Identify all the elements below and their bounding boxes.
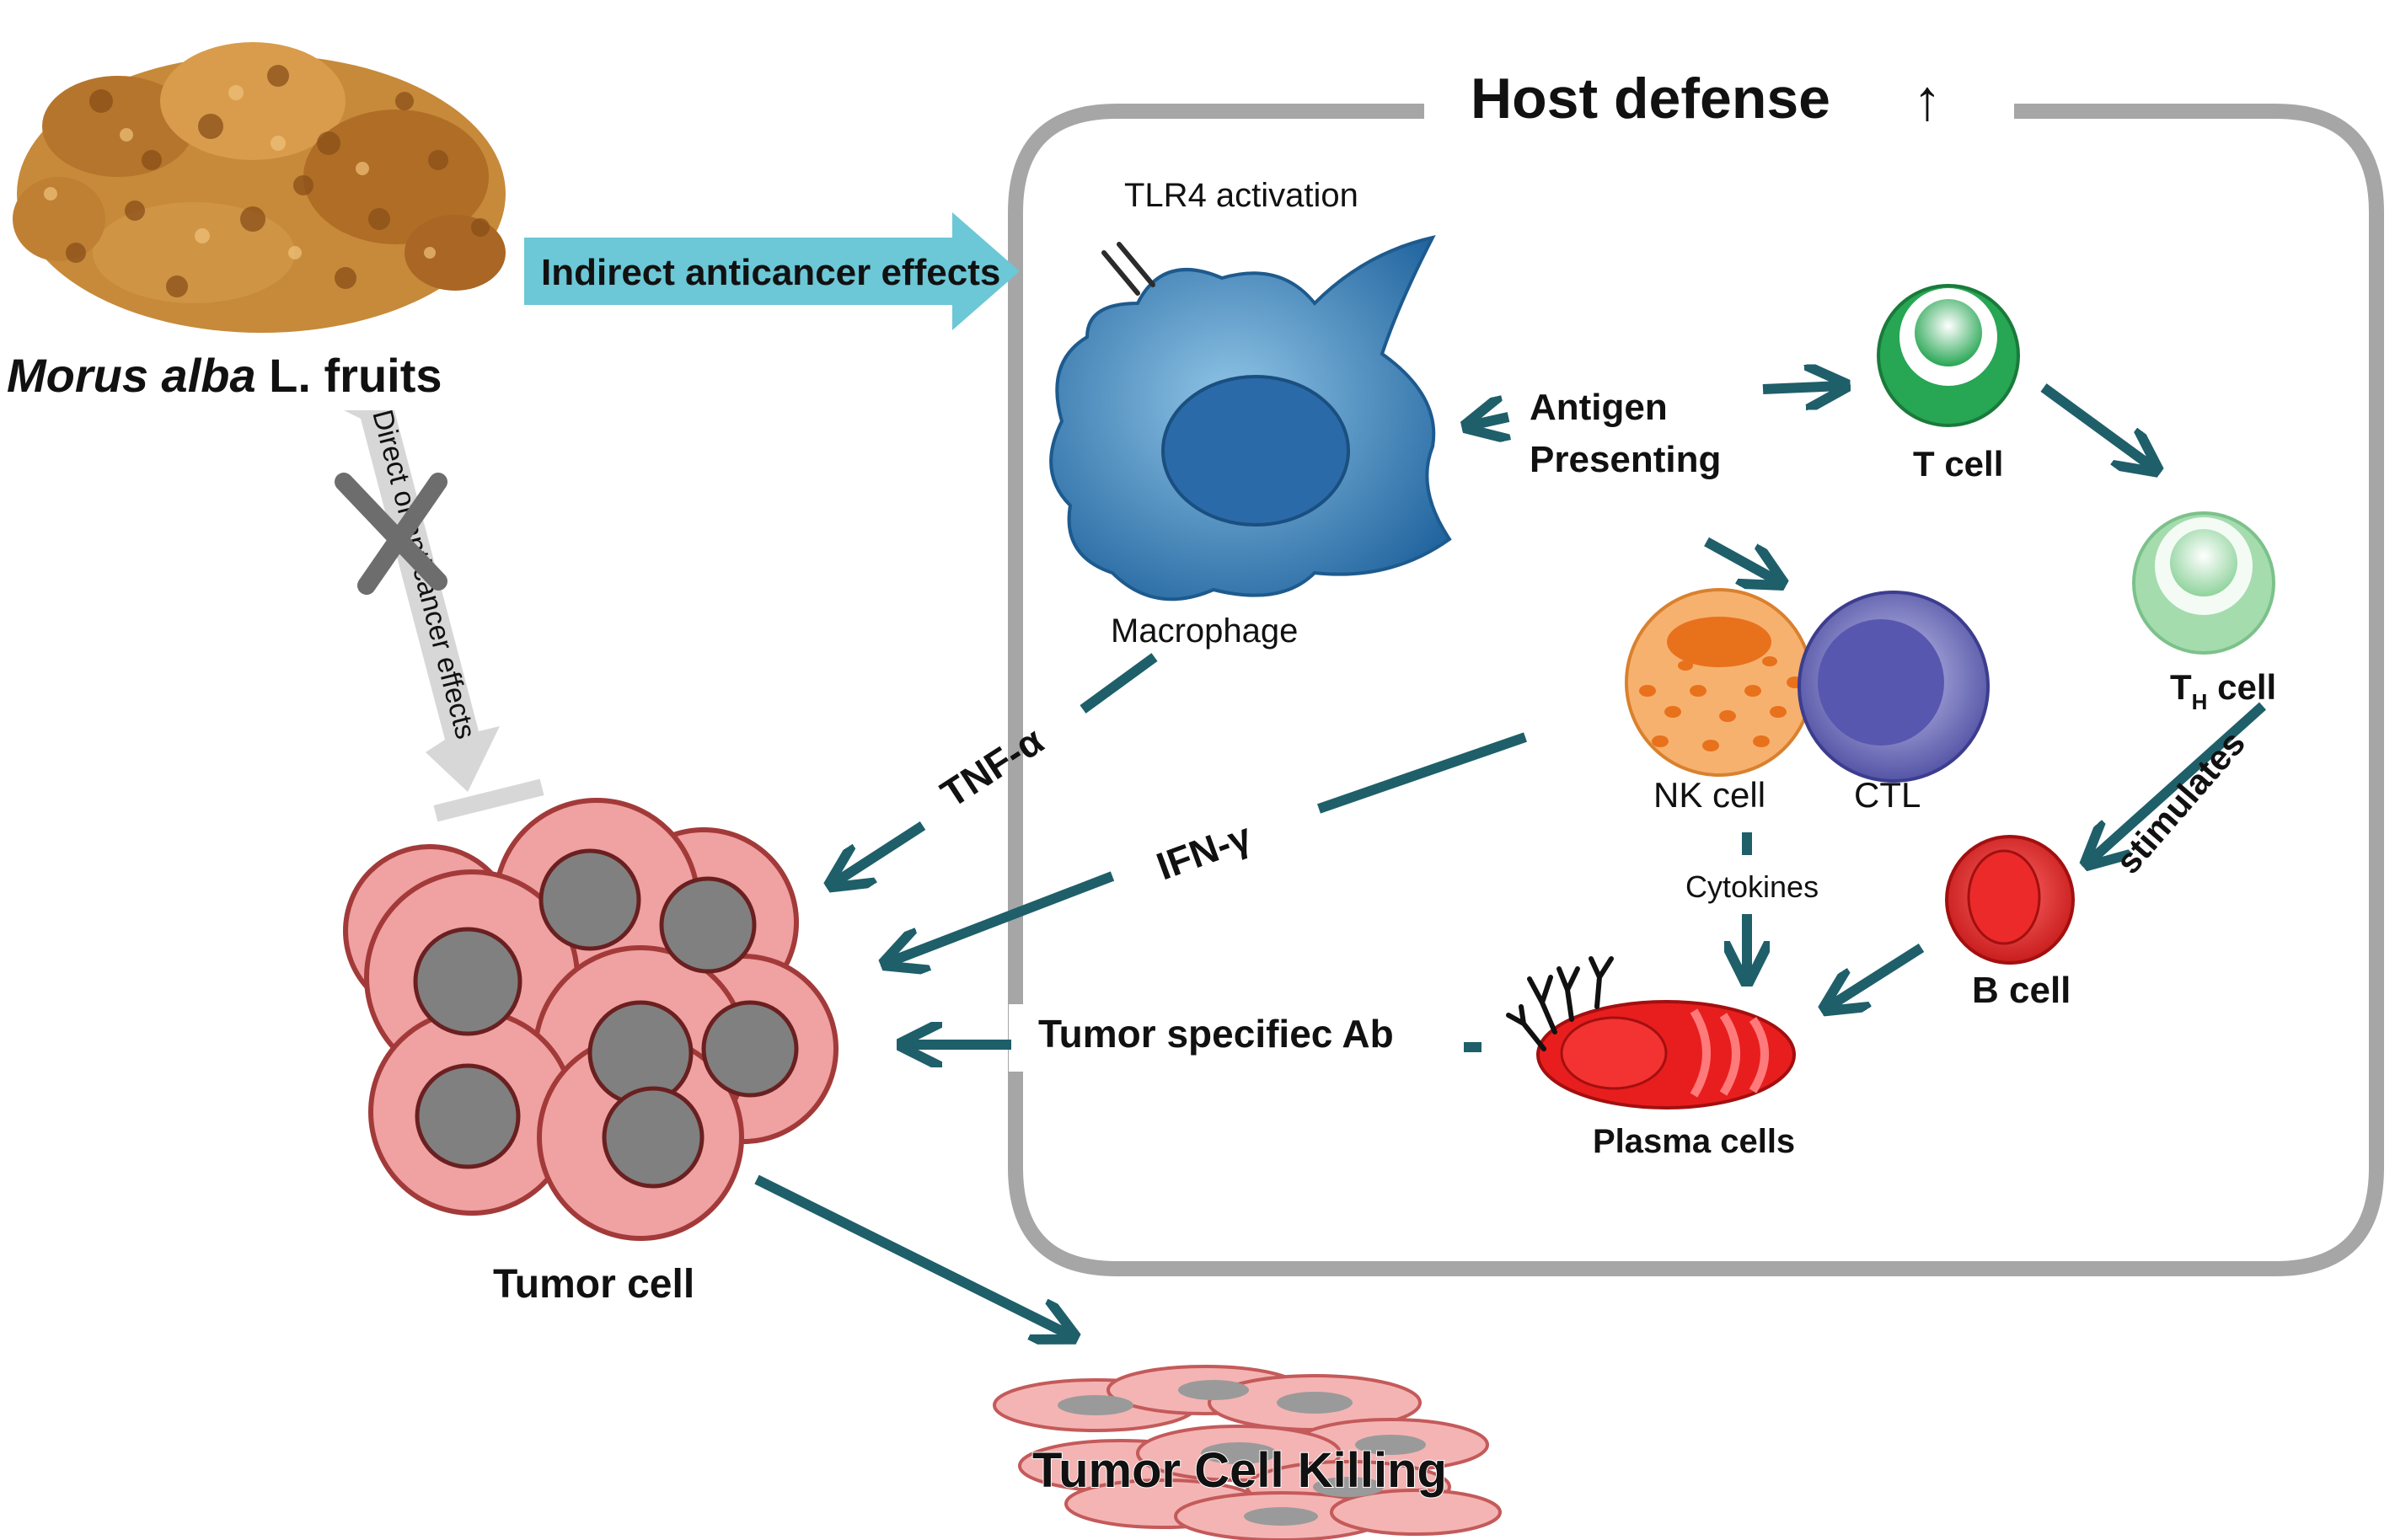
morus-alba-label: Morus alba L. fruits [7, 349, 442, 402]
host-defense-box [1008, 104, 2384, 1276]
ifn-gamma-label: IFN-γ [1151, 814, 1257, 888]
t-cell [1877, 284, 2020, 427]
arrow-ifn-to-tumor [889, 871, 1115, 962]
arrow-bcell-to-plasma [1829, 943, 1925, 1007]
indirect-effects-arrow: Indirect anticancer effects [524, 212, 1020, 330]
plasma-cells-label: Plasma cells [1593, 1123, 1795, 1160]
svg-text:Morus alba L. fruits: Morus alba L. fruits [7, 349, 442, 402]
th-cell-subscript: H [2192, 689, 2208, 714]
arrow-tcell-to-th [2040, 383, 2153, 468]
arrow-to-macrophage [1471, 417, 1508, 425]
macrophage-cell [1049, 235, 1452, 602]
arrow-th-to-bcell [2090, 702, 2267, 861]
plasma-cell [1506, 956, 1796, 1110]
blocked-x-icon [335, 473, 447, 595]
ctl-cell [1798, 591, 1990, 783]
tnf-line [1080, 653, 1158, 714]
arrow-to-tcell [1762, 386, 1841, 389]
ifn-line [1317, 732, 1527, 814]
tumor-cell-label: Tumor cell [493, 1262, 694, 1307]
direct-effects-arrow: Direct of anticancer effects [335, 406, 544, 822]
stimulates-label: stimulates [2108, 723, 2253, 881]
th-cell-label: TH cell [2170, 667, 2276, 714]
arrow-tnf-to-tumor [834, 821, 926, 883]
tnf-alpha-label: TNF-α [933, 718, 1051, 815]
morus-alba-rest: L. fruits [256, 349, 442, 402]
tlr4-receptor-icon [1101, 242, 1155, 296]
antigen-presenting-label-2: Presenting [1530, 439, 1721, 480]
nk-cell-label: NK cell [1653, 775, 1765, 815]
nk-cell [1625, 588, 1814, 777]
th-cell-t: T [2170, 667, 2192, 707]
ctl-label: CTL [1854, 775, 1921, 815]
arrow-to-nk-ctl [1704, 537, 1778, 581]
tumor-cell-cluster [343, 798, 839, 1241]
th-cell-rest: cell [2207, 667, 2276, 707]
tumor-killing-nuclei [1058, 1380, 1426, 1526]
b-cell-label: B cell [1972, 970, 2071, 1011]
indirect-effects-label: Indirect anticancer effects [541, 252, 1000, 293]
b-cell [1945, 835, 2075, 965]
antigen-presenting-label-1: Antigen [1530, 387, 1668, 428]
t-cell-label: T cell [1913, 444, 2003, 484]
cytokines-label: Cytokines [1685, 869, 1819, 904]
tumor-cell-killing-label: Tumor Cell Killing [1032, 1443, 1447, 1498]
tlr4-label: TLR4 activation [1124, 177, 1358, 214]
increase-arrow-icon: ↑ [1913, 68, 1942, 132]
morus-alba-fruits-image [13, 42, 506, 333]
arrow-to-tumor-killing [754, 1174, 1070, 1335]
tumor-specific-ab-label: Tumor specifiec Ab [1038, 1012, 1394, 1056]
th-cell [2132, 511, 2275, 655]
host-defense-title: Host defense [1471, 67, 1830, 131]
macrophage-label: Macrophage [1111, 612, 1298, 650]
antibody-icon [1506, 956, 1614, 1051]
morus-alba-italic: Morus alba [7, 349, 256, 402]
